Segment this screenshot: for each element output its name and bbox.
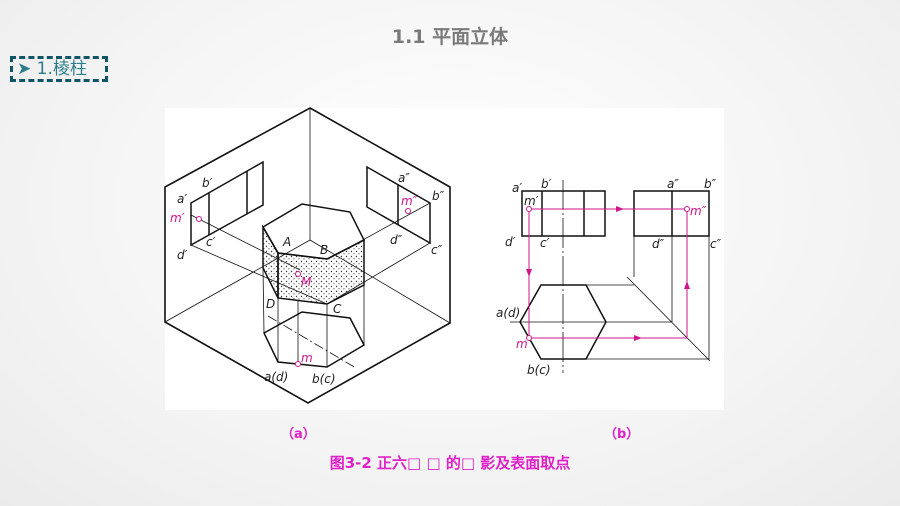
svg-text:c″: c″ <box>431 243 443 257</box>
svg-text:d′: d′ <box>505 235 516 249</box>
svg-text:d″: d″ <box>652 237 665 251</box>
svg-text:b″: b″ <box>432 189 445 203</box>
page-title: 1.1 平面立体 <box>391 26 509 48</box>
svg-text:m: m <box>516 337 528 351</box>
orthographic-drawing <box>510 180 711 373</box>
svg-text:m: m <box>301 351 313 365</box>
svg-text:D: D <box>266 297 275 311</box>
svg-text:m′: m′ <box>524 194 539 208</box>
figure-a-labels: b′ a′ m′ c′ d′ a″ m″ b″ d″ c″ A B M D C … <box>170 171 445 386</box>
section-text: 1.棱柱 <box>36 59 87 79</box>
svg-text:b″: b″ <box>704 177 717 191</box>
svg-text:c′: c′ <box>206 235 216 249</box>
svg-text:m″: m″ <box>690 204 707 218</box>
figure-a-label: （a） <box>281 427 316 442</box>
svg-text:b′: b′ <box>202 176 213 190</box>
svg-text:m″: m″ <box>401 194 418 208</box>
svg-text:m′: m′ <box>170 211 185 225</box>
svg-text:M: M <box>301 275 312 289</box>
svg-text:a′: a′ <box>177 192 187 206</box>
section-label: ➤ 1.棱柱 <box>10 56 108 82</box>
figure-b-labels: a′ b′ m′ d′ c′ a″ b″ m″ d″ c″ a(d) m b(c… <box>496 177 722 377</box>
svg-text:c″: c″ <box>710 237 722 251</box>
isometric-drawing <box>164 107 451 404</box>
svg-text:A: A <box>282 235 291 249</box>
arrow-icon: ➤ <box>17 59 32 79</box>
svg-text:a(d): a(d) <box>264 370 288 384</box>
svg-text:a″: a″ <box>398 171 410 185</box>
svg-text:d″: d″ <box>390 233 403 247</box>
svg-text:a(d): a(d) <box>496 306 520 320</box>
svg-text:a″: a″ <box>667 177 679 191</box>
svg-text:C: C <box>333 302 342 316</box>
svg-text:b(c): b(c) <box>312 372 336 386</box>
svg-text:b(c): b(c) <box>527 363 551 377</box>
svg-text:c′: c′ <box>540 236 550 250</box>
svg-text:b′: b′ <box>541 177 552 191</box>
svg-text:d′: d′ <box>177 248 188 262</box>
svg-text:a′: a′ <box>512 181 522 195</box>
figure-caption: 图3-2 正六□ □ 的□ 影及表面取点 <box>329 454 571 472</box>
svg-text:B: B <box>320 243 328 257</box>
figure-b-label: （b） <box>604 427 640 442</box>
